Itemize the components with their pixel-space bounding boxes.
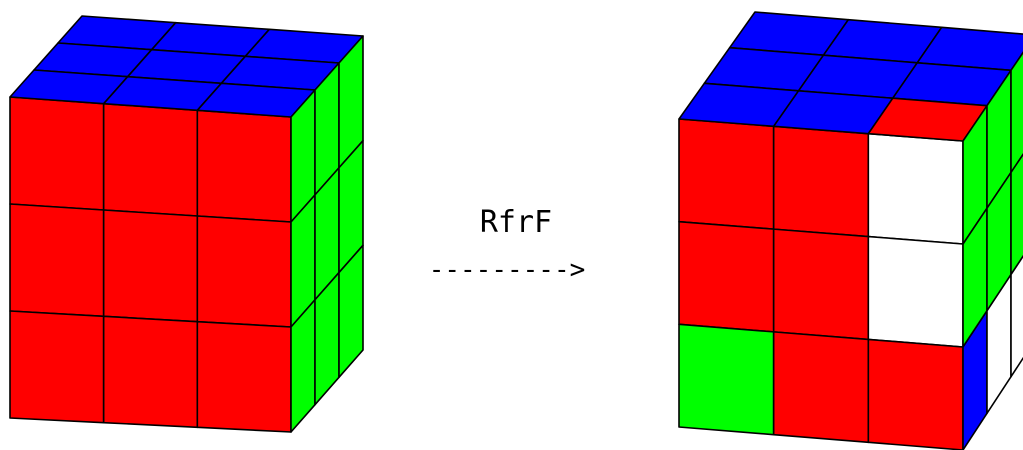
cube-before-front-sticker-1-1 <box>102 209 199 323</box>
cube-after-front-sticker-1-1 <box>772 228 870 341</box>
cube-after-top-face <box>678 11 1023 142</box>
cube-before-front-sticker-2-2 <box>196 320 292 433</box>
cube-after <box>678 11 1023 450</box>
cube-before-right-sticker-2-2 <box>338 244 364 379</box>
cube-after-right-sticker-2-2 <box>1010 254 1023 378</box>
cube-before-front-sticker-0-2 <box>196 109 292 223</box>
cube-before-front-sticker-1-0 <box>9 203 105 318</box>
cube-before-top-face <box>9 15 364 118</box>
cube-after-front-sticker-2-2 <box>867 338 964 450</box>
cube-before-front-sticker-2-0 <box>9 310 105 424</box>
cube-after-front-sticker-1-2 <box>867 235 964 348</box>
cube-after-front-sticker-0-1 <box>772 125 870 238</box>
transition-arrow: ---------> <box>429 255 586 285</box>
cube-after-front-sticker-1-0 <box>678 220 775 333</box>
cube-after-front-face <box>678 118 964 450</box>
cube-after-front-sticker-0-2 <box>867 132 964 245</box>
cube-after-right-sticker-1-2 <box>1010 153 1023 276</box>
cube-before-right-face <box>290 35 364 433</box>
transition-group: RfrF ---------> <box>429 205 586 285</box>
cube-after-front-sticker-2-0 <box>678 323 775 436</box>
cube-after-front-sticker-2-1 <box>772 331 870 444</box>
cube-before-front-sticker-1-2 <box>196 215 292 328</box>
move-notation: RfrF <box>480 205 552 240</box>
cube-before-front-sticker-2-1 <box>102 315 199 429</box>
cube-before <box>9 15 364 433</box>
cube-after-right-face <box>962 51 1023 450</box>
cube-before-front-sticker-0-0 <box>9 96 105 211</box>
cube-before-front-face <box>9 96 292 433</box>
cube-after-front-sticker-0-0 <box>678 118 775 230</box>
cube-after-right-sticker-0-2 <box>1010 51 1023 174</box>
cube-before-front-sticker-0-1 <box>102 102 199 217</box>
